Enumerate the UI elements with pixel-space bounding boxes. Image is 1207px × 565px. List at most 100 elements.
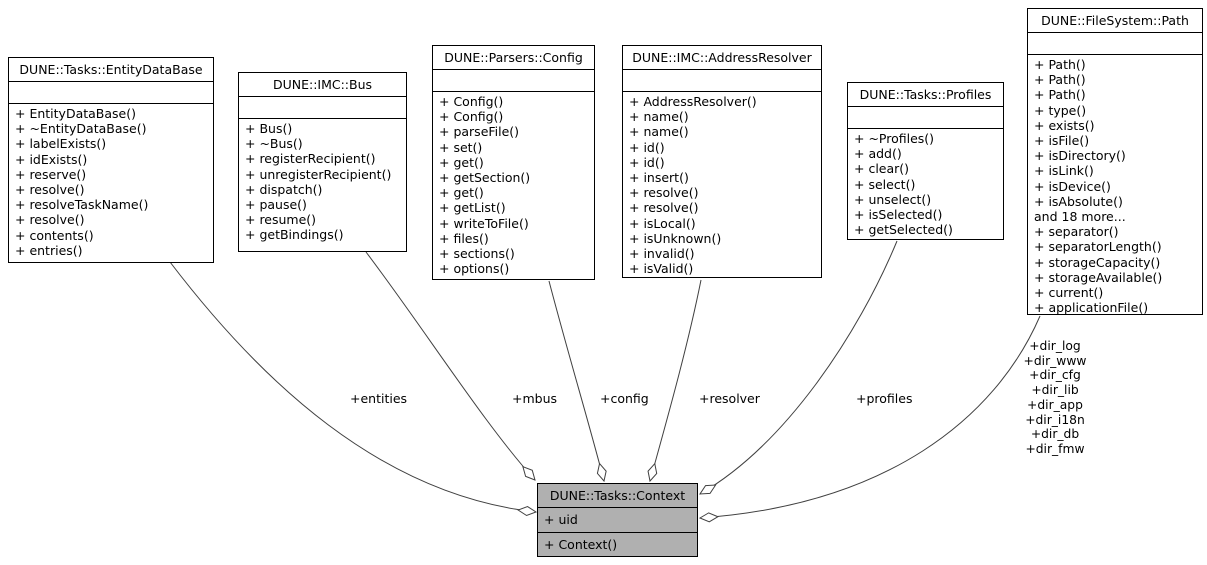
class-attributes (1028, 33, 1202, 55)
method-item: + resolve() (629, 200, 699, 216)
method-item: + resume() (245, 212, 317, 228)
method-item: + parseFile() (439, 124, 520, 140)
class-title: DUNE::IMC::Bus (239, 73, 406, 97)
class-title: DUNE::Tasks::EntityDataBase (9, 58, 213, 82)
edge-resolver (650, 279, 702, 481)
method-item: + Path() (1034, 57, 1086, 72)
method-item: + id() (629, 139, 665, 155)
method-item: + isDevice() (1034, 178, 1111, 194)
class-methods: + ~Profiles()+ add()+ clear()+ select()+… (848, 129, 1003, 239)
edge-label-entities: +entities (350, 391, 408, 406)
class-box-entity-database[interactable]: DUNE::Tasks::EntityDataBase + EntityData… (8, 57, 214, 263)
edge-config (548, 280, 604, 481)
method-item: + ~Profiles() (854, 131, 935, 146)
method-item: + getSection() (439, 170, 531, 186)
method-item: + Bus() (245, 121, 293, 136)
method-item: + Config() (439, 94, 504, 109)
edge-label-dir-line: +dir_fmw (1025, 441, 1085, 456)
method-item: + exists() (1034, 117, 1095, 133)
class-box-config[interactable]: DUNE::Parsers::Config + Config()+ Config… (432, 45, 595, 280)
edge-label-profiles: +profiles (856, 391, 913, 406)
method-item: + insert() (629, 170, 689, 186)
class-methods: + Bus()+ ~Bus()+ registerRecipient()+ un… (239, 119, 406, 251)
method-item: + entries() (15, 242, 83, 258)
method-item: + options() (439, 261, 510, 277)
method-item: and 18 more... (1034, 209, 1126, 225)
method-item: + ~EntityDataBase() (15, 121, 147, 137)
method-item: + get() (439, 154, 484, 170)
class-title: DUNE::IMC::AddressResolver (623, 46, 821, 70)
method-item: + Path() (1034, 72, 1086, 88)
method-item: + separatorLength() (1034, 239, 1162, 255)
method-item: + get() (439, 185, 484, 201)
class-methods: + EntityDataBase()+ ~EntityDataBase()+ l… (9, 104, 213, 262)
method-item: + resolve() (15, 212, 85, 228)
method-item: + storageAvailable() (1034, 269, 1163, 285)
method-item: + name() (629, 109, 689, 125)
method-item: + invalid() (629, 246, 695, 262)
class-attributes (848, 107, 1003, 129)
class-methods: + Context() (538, 533, 697, 556)
class-methods: + AddressResolver()+ name()+ name()+ id(… (623, 92, 821, 277)
method-item: + isValid() (629, 261, 694, 277)
edge-label-config: +config (600, 391, 649, 406)
edge-label-dir-line: +dir_www (1023, 353, 1087, 368)
edge-label-dirs: +dir_log+dir_www+dir_cfg+dir_lib+dir_app… (1020, 339, 1090, 457)
class-title: DUNE::Tasks::Context (538, 484, 697, 508)
edge-label-dir-line: +dir_db (1030, 427, 1080, 442)
class-box-path[interactable]: DUNE::FileSystem::Path + Path()+ Path()+… (1027, 8, 1203, 315)
method-item: + files() (439, 230, 489, 246)
method-item: + unregisterRecipient() (245, 166, 392, 182)
attribute-item: + uid (544, 512, 578, 527)
class-box-context: DUNE::Tasks::Context + uid + Context() (537, 483, 698, 557)
method-item: + isLocal() (629, 215, 696, 231)
method-item: + isUnknown() (629, 230, 722, 246)
method-item: + resolveTaskName() (15, 197, 149, 213)
edge-label-dir-line: +dir_i18n (1025, 412, 1085, 427)
class-box-profiles[interactable]: DUNE::Tasks::Profiles + ~Profiles()+ add… (847, 82, 1004, 240)
class-methods: + Config()+ Config()+ parseFile()+ set()… (433, 92, 594, 279)
method-item: + registerRecipient() (245, 151, 376, 167)
method-item: + ~Bus() (245, 136, 303, 152)
method-item: + getSelected() (854, 222, 953, 238)
method-item: + set() (439, 139, 483, 155)
class-box-bus[interactable]: DUNE::IMC::Bus + Bus()+ ~Bus()+ register… (238, 72, 407, 252)
method-item: + add() (854, 146, 902, 162)
method-item: + getList() (439, 200, 506, 216)
method-item: + labelExists() (15, 136, 107, 152)
method-item: + name() (629, 124, 689, 140)
method-item: + type() (1034, 102, 1087, 118)
method-item: + Path() (1034, 87, 1086, 103)
method-item: + applicationFile() (1034, 300, 1149, 314)
edge-label-dir-line: +dir_cfg (1029, 368, 1081, 383)
edge-label-dir-line: +dir_app (1027, 397, 1083, 412)
method-item: + unselect() (854, 191, 932, 207)
method-item: + sections() (439, 246, 515, 262)
class-box-address-resolver[interactable]: DUNE::IMC::AddressResolver + AddressReso… (622, 45, 822, 278)
method-item: + reserve() (15, 166, 87, 182)
method-item: + current() (1034, 285, 1104, 301)
method-item: + isAbsolute() (1034, 193, 1123, 209)
edge-profiles (700, 240, 898, 494)
method-item: + Context() (544, 537, 618, 552)
method-item: + select() (854, 176, 916, 192)
edge-label-dir-line: +dir_lib (1031, 383, 1079, 398)
class-methods: + Path()+ Path()+ Path()+ type()+ exists… (1028, 55, 1202, 314)
method-item: + id() (629, 154, 665, 170)
method-item: + separator() (1034, 224, 1119, 240)
method-item: + resolve() (629, 185, 699, 201)
edge-label-dir-line: +dir_log (1029, 339, 1081, 353)
method-item: + resolve() (15, 182, 85, 198)
method-item: + storageCapacity() (1034, 254, 1161, 270)
method-item: + clear() (854, 161, 910, 177)
class-attributes (623, 70, 821, 92)
class-title: DUNE::FileSystem::Path (1028, 9, 1202, 33)
method-item: + getBindings() (245, 227, 344, 243)
edge-entities (169, 261, 536, 512)
method-item: + isSelected() (854, 207, 943, 223)
method-item: + isFile() (1034, 133, 1090, 149)
edge-label-resolver: +resolver (699, 391, 760, 406)
method-item: + isLink() (1034, 163, 1094, 179)
method-item: + isDirectory() (1034, 148, 1126, 164)
edge-dirs (700, 315, 1041, 518)
